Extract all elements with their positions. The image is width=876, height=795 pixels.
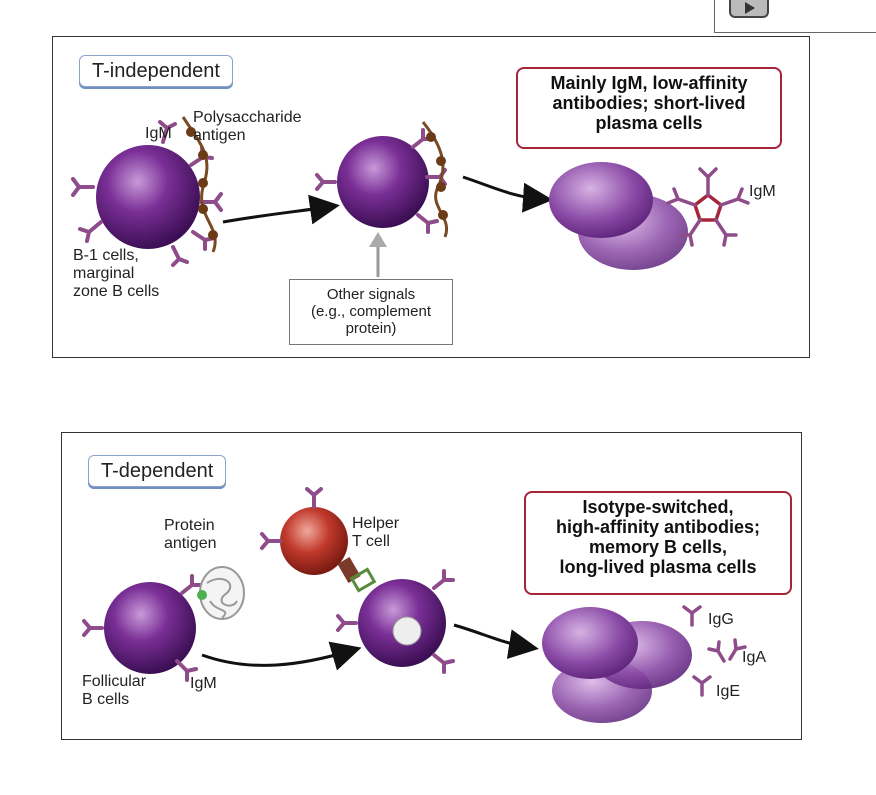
activated-b-cell-2 [336, 569, 455, 674]
iga-antibody [707, 638, 747, 663]
protein-antigen [197, 566, 245, 620]
igm-pentamer [666, 167, 750, 247]
t-independent-title: T-independent [79, 55, 233, 87]
protein-antigen-label: Protein antigen [164, 517, 217, 552]
t-independent-result-box: Mainly IgM, low-affinity antibodies; sho… [516, 67, 782, 149]
ige-label: IgE [716, 683, 741, 700]
helper-t-cell-label: Helper T cell [352, 515, 400, 550]
igm-label-bottom: IgM [190, 675, 217, 692]
plasma-cells-2 [542, 607, 692, 723]
ige-antibody [692, 675, 712, 697]
t-dependent-panel: T-dependent Protein antigen Helper T cel… [61, 432, 802, 740]
polysaccharide-label: Polysaccharide antigen [193, 109, 302, 144]
t-dependent-illustration [82, 487, 747, 723]
plasma-cells [549, 162, 688, 270]
play-icon [745, 2, 755, 14]
igm-product-label: IgM [749, 183, 776, 200]
follicular-b-cell [82, 574, 203, 682]
media-control-frame [714, 0, 876, 33]
b1-cells-label: B-1 cells, marginal zone B cells [73, 247, 160, 300]
b1-cell [71, 116, 223, 267]
t-independent-panel: T-independent IgM Polysaccharide antigen… [52, 36, 810, 358]
activated-b-cell [315, 121, 449, 238]
t-independent-illustration [71, 116, 750, 277]
igg-antibody [682, 605, 702, 627]
t-dependent-result-box: Isotype-switched, high-affinity antibodi… [524, 491, 792, 595]
igg-label: IgG [708, 611, 734, 628]
iga-label: IgA [742, 649, 767, 666]
helper-t-cell [260, 487, 377, 593]
follicular-b-cells-label: Follicular B cells [82, 673, 147, 708]
play-button[interactable] [729, 0, 769, 18]
other-signals-box: Other signals (e.g., complement protein) [289, 279, 453, 345]
t-dependent-title: T-dependent [88, 455, 227, 487]
igm-label: IgM [145, 125, 172, 142]
